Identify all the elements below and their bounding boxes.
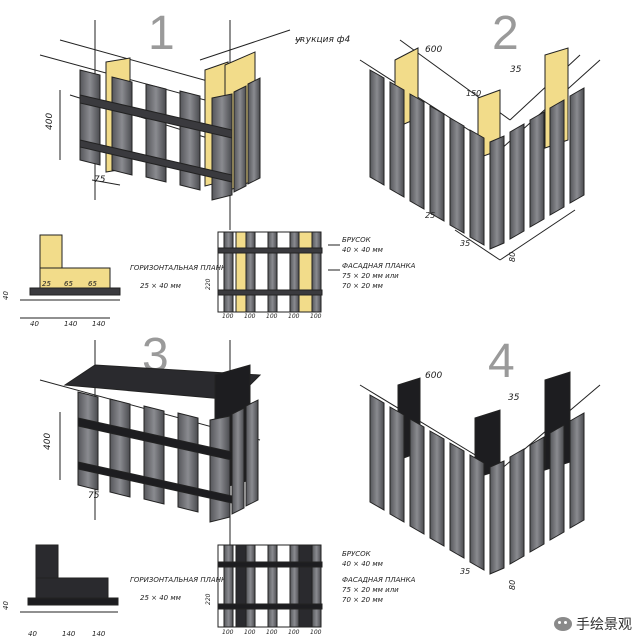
panel-3-post: 75: [88, 491, 100, 501]
elev3-facade-size1: 75 × 20 мм или: [342, 586, 399, 594]
panel-4-d: 80: [508, 580, 517, 590]
plan1-side: 40: [2, 291, 10, 300]
panel-4-side: 35: [508, 393, 520, 403]
plan1-small-2: 65: [64, 280, 73, 288]
panel-2-side: 35: [510, 65, 522, 75]
elev1-facade-size2: 70 × 20 мм: [342, 282, 384, 290]
elev1-dim-2: 100: [244, 313, 256, 320]
panel-4-perspective: [359, 371, 601, 575]
panel-2-b: 25: [425, 211, 435, 220]
panel-number-1: 1: [148, 7, 175, 60]
watermark-text: 手绘景观: [576, 617, 632, 633]
wechat-icon: [554, 617, 572, 631]
elev3-dim-5: 100: [310, 629, 322, 636]
panel-3-perspective: [39, 340, 262, 550]
elev1-beam-size: 40 × 40 мм: [342, 246, 384, 254]
panel-1-elevation: [217, 231, 340, 313]
elev1-dim-left: 220: [205, 278, 212, 290]
elev1-dim-1: 100: [222, 313, 234, 320]
panel-number-2: 2: [492, 7, 519, 60]
elev3-beam: БРУСОК: [342, 550, 372, 558]
panel-2-d: 80: [508, 252, 517, 262]
panel-3-height: 400: [43, 433, 53, 450]
panel-1-height: 400: [45, 113, 55, 130]
panel-2-perspective: [359, 39, 601, 261]
plan1-small-3: 65: [88, 280, 97, 288]
panel-1-title: ɏʀукция ф4: [295, 35, 350, 45]
plan3-dim-2: 140: [62, 630, 76, 638]
panel-3-plan: [20, 544, 119, 613]
elev3-facade: ФАСАДНАЯ ПЛАНКА: [342, 576, 416, 584]
panel-2-top: 600: [425, 45, 442, 55]
plan3-horizontal: ГОРИЗОНТАЛЬНАЯ ПЛАНКА: [130, 576, 231, 584]
plan3-dim-3: 140: [92, 630, 106, 638]
plan1-dim-2: 140: [64, 320, 78, 328]
elev3-beam-size: 40 × 40 мм: [342, 560, 384, 568]
elev3-dim-3: 100: [266, 629, 278, 636]
panel-4-c: 35: [460, 567, 470, 576]
plan3-dim-1: 40: [28, 630, 37, 638]
elev1-beam: БРУСОК: [342, 236, 372, 244]
panel-number-4: 4: [488, 335, 515, 388]
panel-2-a: 150: [466, 89, 481, 98]
plan1-dim-1: 40: [30, 320, 39, 328]
plan1-horizontal-size: 25 × 40 мм: [140, 282, 182, 290]
panel-1-perspective: [39, 20, 291, 230]
elev1-dim-4: 100: [288, 313, 300, 320]
panel-1-post: 75: [94, 175, 106, 185]
elev3-facade-size2: 70 × 20 мм: [342, 596, 384, 604]
elev1-dim-3: 100: [266, 313, 278, 320]
elev1-dim-5: 100: [310, 313, 322, 320]
plan3-side: 40: [2, 601, 10, 610]
panel-2-c: 35: [460, 239, 470, 248]
plan1-horizontal: ГОРИЗОНТАЛЬНАЯ ПЛАНКА: [130, 264, 231, 272]
panel-3-elevation: [217, 544, 323, 628]
watermark: 手绘景观: [554, 614, 632, 634]
elev1-facade: ФАСАДНАЯ ПЛАНКА: [342, 262, 416, 270]
elev1-facade-size1: 75 × 20 мм или: [342, 272, 399, 280]
elev3-dim-2: 100: [244, 629, 256, 636]
elev3-dim-1: 100: [222, 629, 234, 636]
elev3-dim-left: 220: [205, 593, 212, 605]
panel-1-plan: [20, 234, 121, 319]
plan1-small-1: 25: [42, 280, 51, 288]
panel-4-top: 600: [425, 371, 442, 381]
elev3-dim-4: 100: [288, 629, 300, 636]
plan1-dim-3: 140: [92, 320, 106, 328]
plan3-horizontal-size: 25 × 40 мм: [140, 594, 182, 602]
